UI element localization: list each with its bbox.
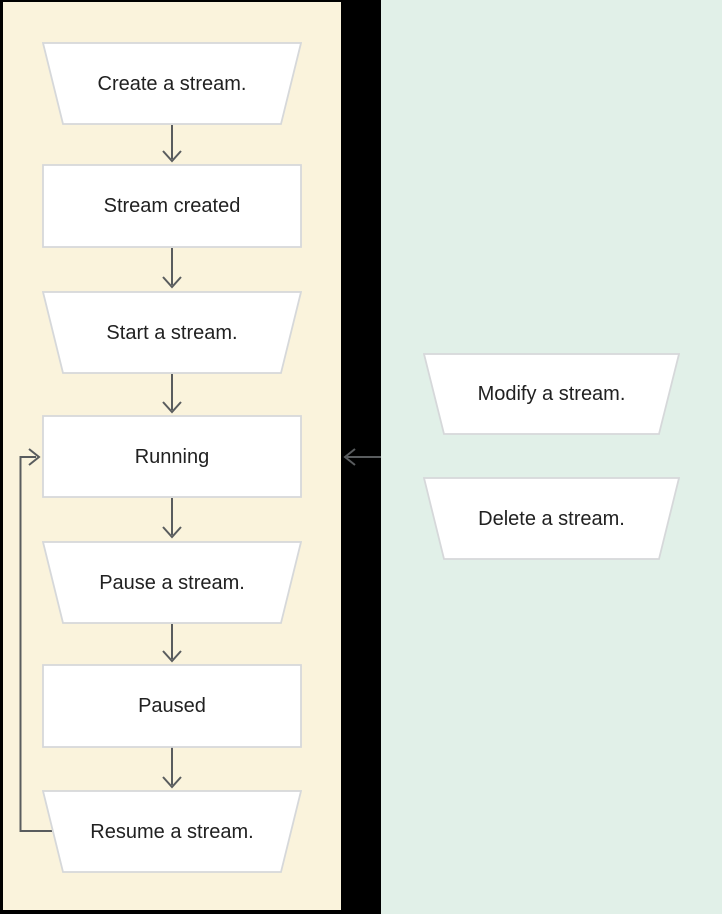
node-label: Create a stream. bbox=[97, 72, 247, 95]
node-label: Start a stream. bbox=[106, 321, 238, 344]
node-label: Modify a stream. bbox=[477, 383, 626, 405]
trapezoid-shape bbox=[423, 353, 680, 435]
node-resume-a-stream: Resume a stream. bbox=[42, 790, 302, 873]
rect-shape bbox=[42, 664, 302, 748]
node-stream-created: Stream created bbox=[42, 164, 302, 248]
node-label: Resume a stream. bbox=[90, 820, 254, 843]
node-label: Delete a stream. bbox=[478, 507, 625, 530]
node-paused: Paused bbox=[42, 664, 302, 748]
node-create-a-stream: Create a stream. bbox=[42, 42, 302, 125]
rect-shape bbox=[42, 415, 302, 498]
node-start-a-stream: Start a stream. bbox=[42, 291, 302, 374]
node-label: Running bbox=[134, 445, 210, 468]
node-label: Pause a stream. bbox=[99, 571, 245, 594]
trapezoid-shape bbox=[42, 42, 302, 125]
node-delete-a-stream: Delete a stream. bbox=[423, 477, 680, 560]
node-label: Paused bbox=[138, 695, 206, 717]
trapezoid-shape bbox=[42, 790, 302, 873]
arrow-operations-to-running bbox=[343, 448, 381, 466]
node-label: Stream created bbox=[103, 195, 241, 217]
trapezoid-shape bbox=[42, 291, 302, 374]
node-running: Running bbox=[42, 415, 302, 498]
trapezoid-shape bbox=[42, 541, 302, 624]
node-pause-a-stream: Pause a stream. bbox=[42, 541, 302, 624]
rect-shape bbox=[42, 164, 302, 248]
trapezoid-shape bbox=[423, 477, 680, 560]
node-modify-a-stream: Modify a stream. bbox=[423, 353, 680, 435]
stream-operations-panel bbox=[381, 0, 722, 914]
